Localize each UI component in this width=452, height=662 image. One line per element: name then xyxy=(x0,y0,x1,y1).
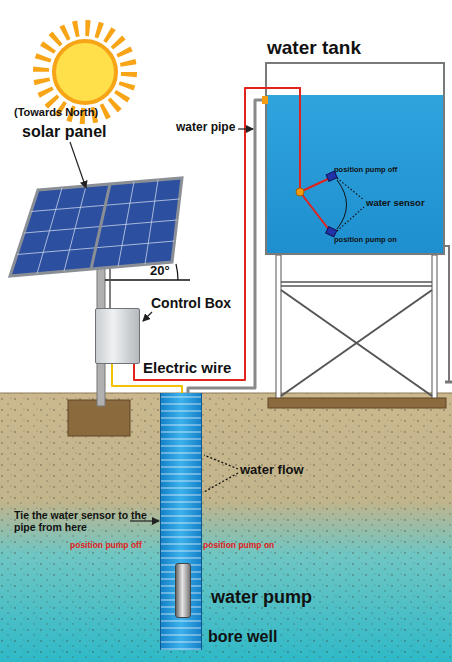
annotation-label: water flow xyxy=(240,463,304,478)
node-label: bore well xyxy=(208,628,277,646)
angle-arc xyxy=(176,264,178,280)
annotation-label: water sensor xyxy=(366,198,425,209)
ground-line xyxy=(0,393,452,394)
water-pump: water pump xyxy=(175,563,191,618)
bore-well: water pumpbore well xyxy=(160,393,202,650)
tank-brace xyxy=(281,290,432,396)
sensor-arc xyxy=(337,180,347,229)
sun xyxy=(54,41,116,103)
sensor-arm xyxy=(300,178,330,192)
node-label: Control Box xyxy=(151,295,231,311)
tank-leg xyxy=(276,255,281,402)
annotation-label: water pipe xyxy=(176,121,235,135)
annotation-label: position pump off xyxy=(334,166,397,175)
sensor-cable xyxy=(265,88,300,188)
solar-panel: (Towards North) solar panel xyxy=(5,102,190,268)
tank-leg xyxy=(432,255,437,402)
node-label: (Towards North) xyxy=(14,106,98,119)
node-label: water tank xyxy=(267,37,361,59)
panel-frame xyxy=(10,178,182,276)
dotted-leader xyxy=(337,178,364,200)
pipe-fitting xyxy=(262,96,268,104)
panel-divider xyxy=(91,184,110,269)
ground xyxy=(0,393,452,662)
leader-arrow xyxy=(70,142,86,188)
control-box: Control Box xyxy=(95,308,140,364)
edge-label: Electric wire xyxy=(143,359,231,376)
annotation-label: 20° xyxy=(150,264,170,279)
tank-brace xyxy=(281,281,432,283)
float-sensor xyxy=(326,171,337,181)
soil-texture xyxy=(0,393,452,662)
grid-line xyxy=(37,188,62,274)
grid-line xyxy=(118,182,134,267)
grid-line xyxy=(64,186,86,271)
annotation-label: position pump on xyxy=(334,236,397,245)
float-sensor xyxy=(326,227,337,237)
power-wire xyxy=(109,268,111,308)
dotted-leader xyxy=(337,207,364,231)
water-tank: water tank xyxy=(265,62,445,255)
annotation-label: position pump off xyxy=(70,541,142,551)
grid-line xyxy=(145,180,158,264)
outlet-tap xyxy=(445,381,452,384)
tank-brace xyxy=(281,290,432,396)
tank-brace xyxy=(281,285,432,287)
dotted-leader xyxy=(204,473,238,492)
tank-footing xyxy=(268,398,446,408)
leader-arrow xyxy=(143,312,152,321)
sensor-pivot xyxy=(296,188,304,196)
sensor-arm xyxy=(300,192,330,231)
node-label: solar panel xyxy=(22,123,106,141)
node-label: water pump xyxy=(211,587,312,608)
angle-line xyxy=(105,279,190,281)
dotted-leader xyxy=(204,455,238,469)
leader-arrow xyxy=(238,128,253,129)
leader-arrow xyxy=(130,520,159,521)
sun-rays xyxy=(41,28,129,116)
annotation-label: position pump on xyxy=(203,541,274,551)
panel-grid xyxy=(17,180,180,274)
outlet-pipe xyxy=(445,246,449,382)
